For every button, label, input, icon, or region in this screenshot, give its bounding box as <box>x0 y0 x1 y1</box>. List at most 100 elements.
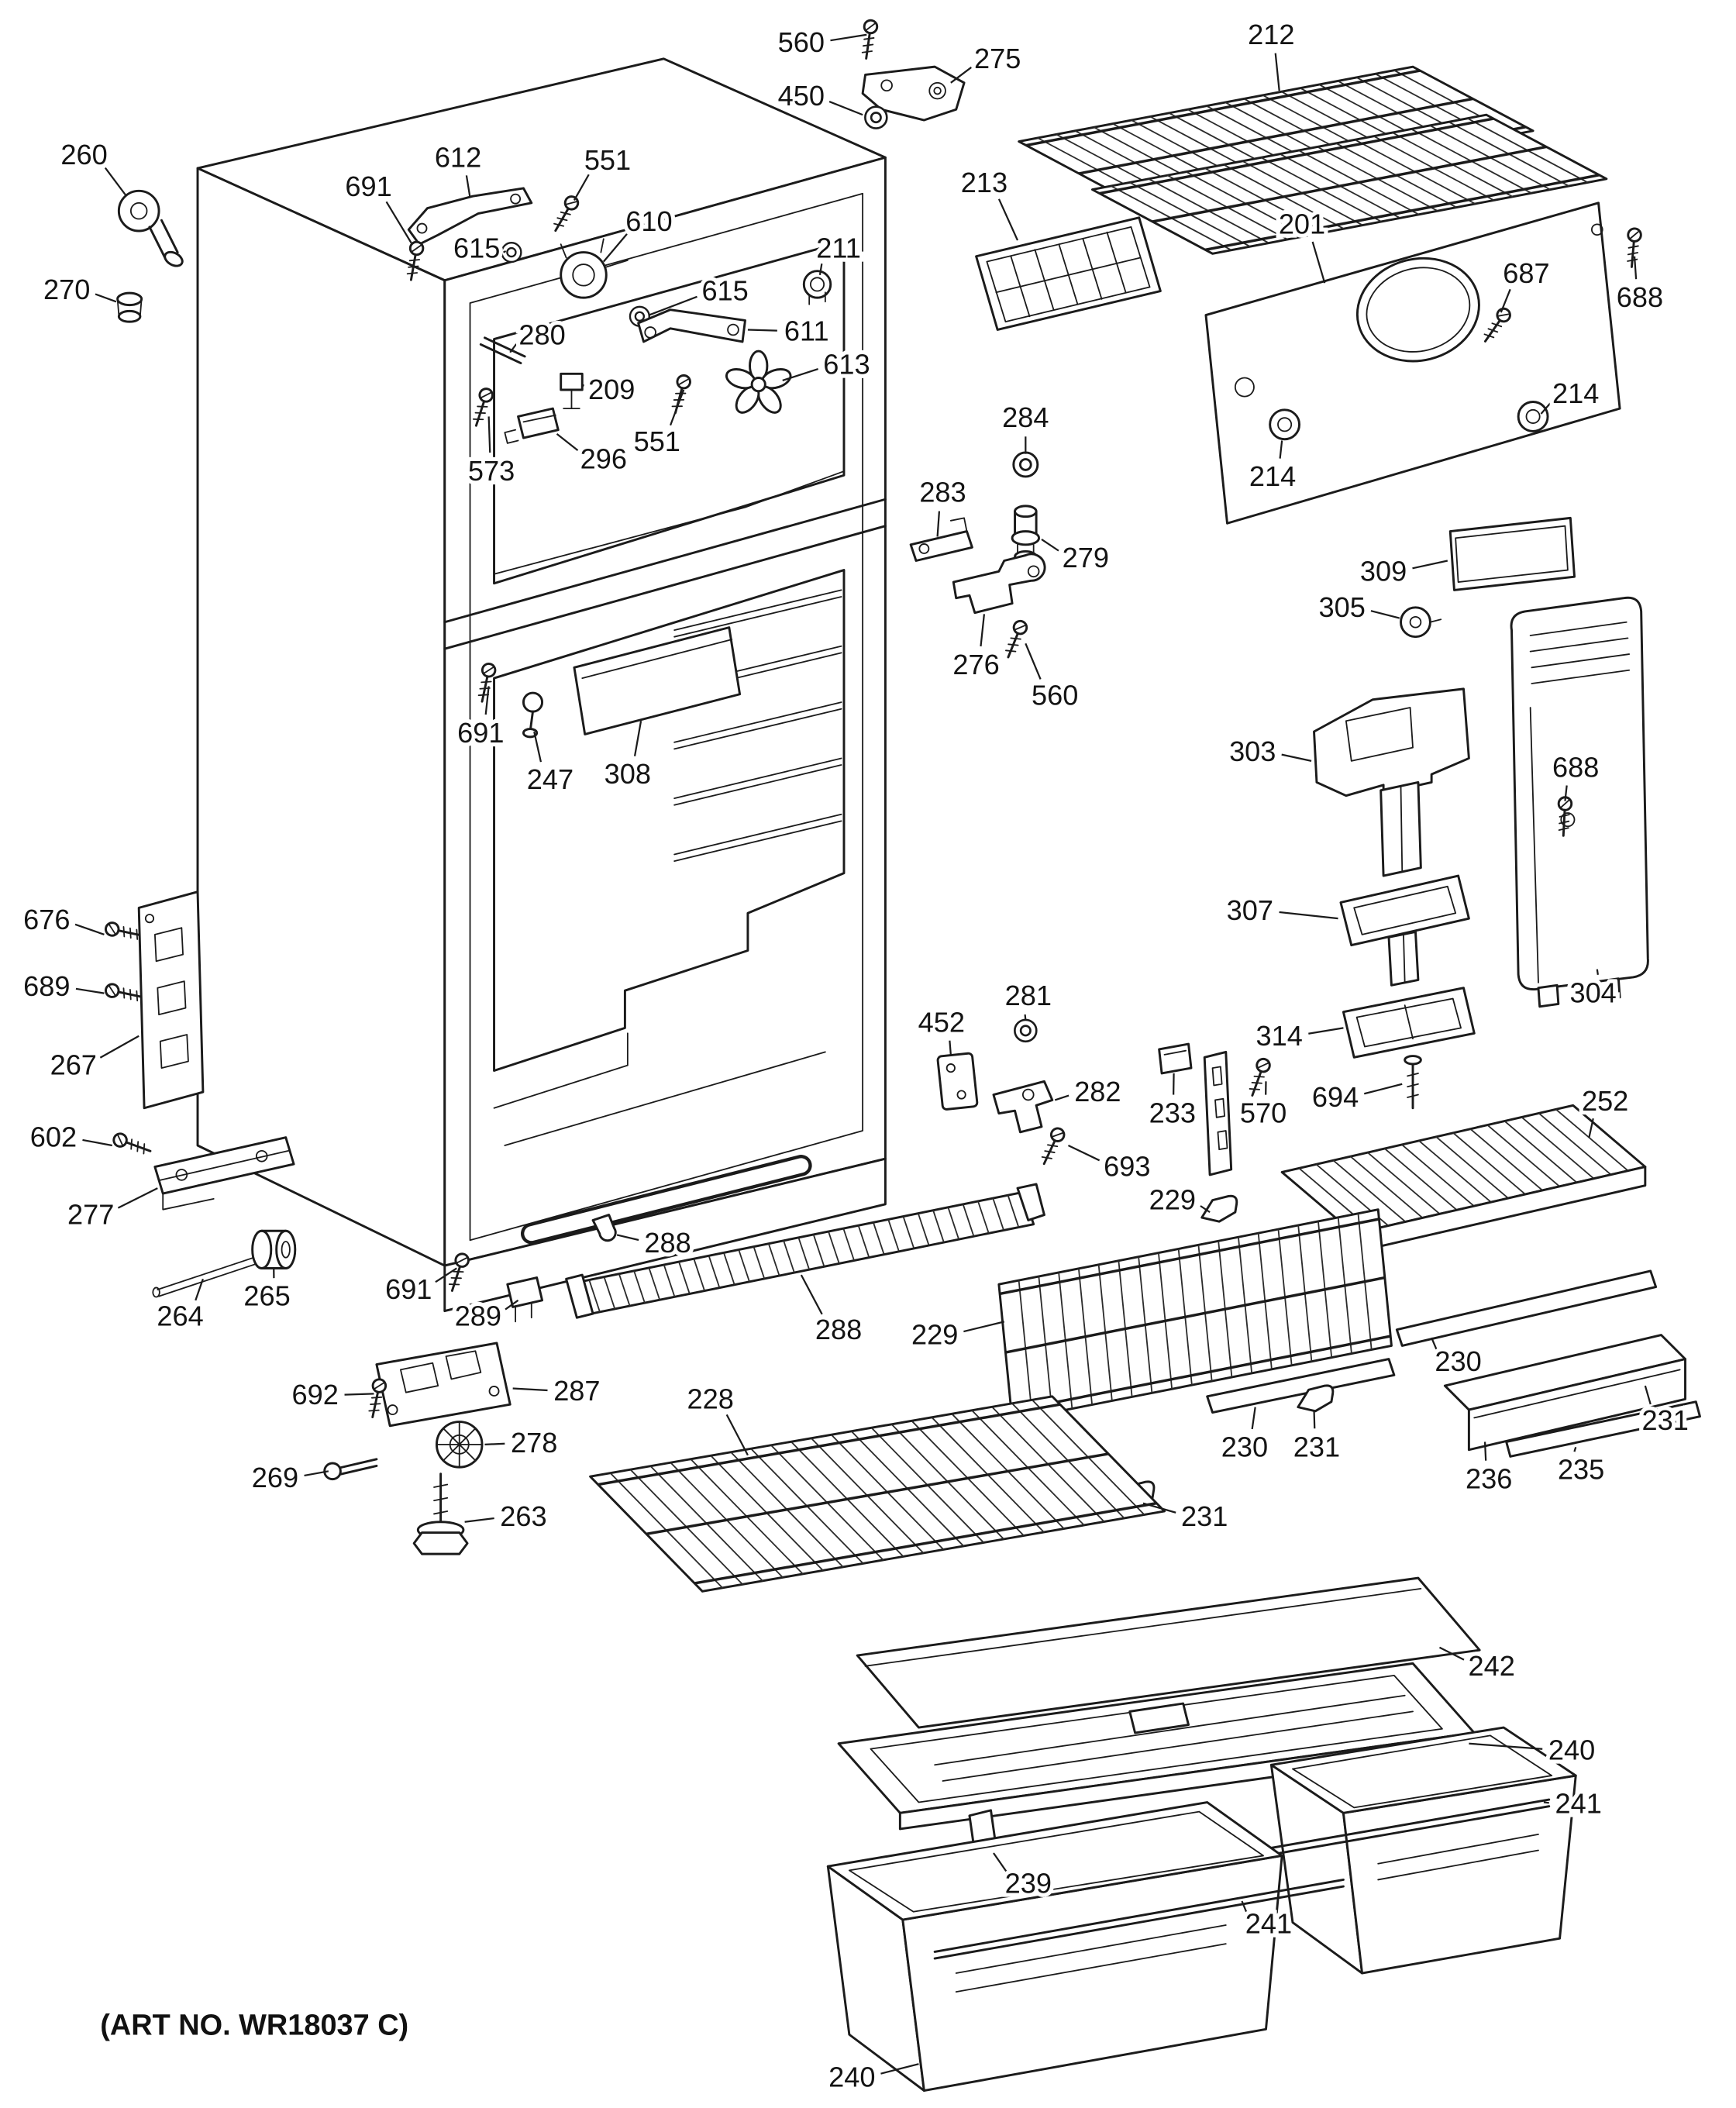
wire-line <box>1367 1152 1441 1215</box>
wire-line <box>1469 1128 1543 1191</box>
wire-line <box>1504 1120 1578 1183</box>
part-number-label: 452 <box>918 1007 965 1038</box>
part-number-label: 304 <box>1569 977 1616 1009</box>
fresh-food-liner <box>493 569 846 1072</box>
part-213-ice-tray <box>975 216 1162 331</box>
part-number-label: 260 <box>60 139 107 170</box>
leader-line <box>509 343 518 353</box>
leader-line <box>830 33 867 42</box>
part-number-label: 308 <box>604 758 651 790</box>
part-number-label: 279 <box>1063 542 1109 574</box>
leader-line <box>997 198 1019 241</box>
part-number-label: 230 <box>1435 1345 1481 1377</box>
wire-line <box>723 1252 735 1286</box>
leader-line <box>1067 1144 1100 1162</box>
leader-line <box>800 1274 823 1315</box>
part-560-screw-mid <box>1001 618 1030 661</box>
leader-line <box>503 250 507 253</box>
part-number-label: 211 <box>816 232 861 264</box>
part-number-label: 229 <box>911 1319 958 1351</box>
leader-line <box>95 293 117 303</box>
part-number-label: 450 <box>778 80 825 112</box>
leader-line <box>963 1321 1005 1333</box>
leader-line <box>512 1387 548 1392</box>
part-number-label: 214 <box>1249 460 1296 492</box>
leader-line <box>616 1234 639 1242</box>
wire-line <box>828 1231 840 1264</box>
wire-line <box>618 1273 631 1307</box>
wire-line <box>783 1240 795 1273</box>
leader-line <box>74 923 105 935</box>
part-303-duct <box>1313 687 1470 877</box>
wire-line <box>977 1200 990 1234</box>
cross-bar <box>1025 69 1421 147</box>
leader-line <box>1311 241 1326 284</box>
wire-line <box>797 1237 811 1270</box>
part-number-label: 267 <box>50 1049 97 1081</box>
leader-line <box>936 511 941 537</box>
wire-line <box>932 1210 945 1243</box>
part-number-label: 231 <box>1642 1404 1689 1436</box>
leader-line <box>1054 1094 1070 1101</box>
leader-line <box>950 66 973 84</box>
wire-line <box>633 1270 646 1304</box>
part-number-label: 309 <box>1360 555 1407 587</box>
part-450-grommet <box>864 105 888 129</box>
part-number-label: 314 <box>1256 1020 1303 1052</box>
part-280-rod <box>479 336 526 365</box>
part-241-rod-mid <box>933 1878 1345 1960</box>
leader-line <box>533 731 542 763</box>
part-214-knob-left <box>1269 408 1301 441</box>
wire-line <box>693 1258 705 1291</box>
wire-line <box>1007 1194 1020 1228</box>
cross-bar <box>1005 1276 1386 1354</box>
part-number-label: 692 <box>291 1379 338 1410</box>
wire-line <box>887 1219 900 1252</box>
leader-line <box>1483 1442 1487 1461</box>
leader-line <box>602 233 628 263</box>
part-number-label: 231 <box>1293 1431 1340 1462</box>
part-304-cover <box>1510 596 1649 1008</box>
cross-bar <box>1011 1335 1391 1413</box>
leader-line <box>117 1187 158 1209</box>
wire-line <box>1418 1140 1492 1203</box>
part-611-bracket <box>637 308 746 343</box>
wire-line <box>1401 1144 1475 1207</box>
leader-line <box>1412 560 1448 570</box>
leader-line <box>725 1414 749 1456</box>
labels-layer: 5602754502122132016876882142142602706916… <box>19 15 1693 2097</box>
leader-line <box>1313 1410 1316 1429</box>
wire-line <box>962 1204 975 1237</box>
part-211-bushing <box>802 270 832 305</box>
part-number-label: 242 <box>1469 1650 1515 1682</box>
leader-line <box>880 2063 919 2075</box>
part-233-clip <box>1158 1042 1193 1075</box>
wire-line <box>1435 1136 1509 1199</box>
part-214-knob-right <box>1517 401 1549 432</box>
part-number-label: 613 <box>823 348 870 380</box>
part-209-device <box>560 372 584 410</box>
refrigerator-cabinet <box>196 57 887 1313</box>
leader-line <box>75 987 105 994</box>
leader-line <box>82 1138 112 1147</box>
leader-line <box>1564 785 1568 801</box>
part-240-pan-right <box>1269 1726 1577 1975</box>
wire-line <box>767 1243 780 1276</box>
leader-line <box>484 686 490 715</box>
art-number-note: (ART NO. WR18037 C) <box>100 2009 408 2041</box>
part-247-stud <box>522 691 544 739</box>
leader-line <box>1633 256 1638 280</box>
leader-line <box>304 1470 329 1477</box>
part-number-label: 228 <box>687 1383 734 1414</box>
part-number-label: 307 <box>1227 894 1273 926</box>
leader-line <box>556 432 579 451</box>
wire-line <box>902 1216 915 1249</box>
part-number-label: 240 <box>828 2061 875 2092</box>
part-number-label: 612 <box>435 141 481 173</box>
cross-bar <box>1099 117 1494 195</box>
part-number-label: 230 <box>1221 1431 1268 1462</box>
part-number-label: 573 <box>468 455 515 487</box>
leader-line <box>581 384 585 387</box>
wire-line <box>1555 1108 1629 1172</box>
